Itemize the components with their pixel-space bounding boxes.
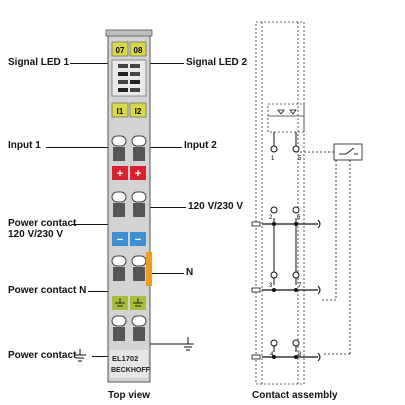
pin-6: 6 — [297, 215, 301, 221]
opto-led-symbols — [277, 109, 297, 115]
leader-signal-led-1 — [70, 63, 108, 64]
spring-terminal-5 — [131, 135, 147, 161]
leader-power-contact-pe — [92, 356, 108, 357]
led-08-text: 08 — [134, 46, 143, 55]
pin-circles — [270, 145, 300, 347]
rail-dots — [272, 222, 298, 359]
led-slot-4 — [130, 72, 140, 76]
switch-symbol — [339, 147, 358, 155]
label-power-contact-pe: Power contact — [8, 350, 77, 361]
leader-input-2 — [150, 147, 182, 148]
minus-right-text: − — [135, 234, 141, 246]
led-slot-8 — [130, 88, 140, 92]
led-slot-2 — [130, 64, 140, 68]
led-slot-3 — [118, 72, 128, 76]
rail-right-contacts — [317, 219, 321, 362]
module-top-cap — [105, 29, 153, 37]
spring-terminal-8 — [131, 315, 147, 341]
plus-left-block — [112, 166, 128, 180]
pin-2: 2 — [269, 215, 273, 221]
minus-left-block — [112, 232, 128, 246]
spring-terminal-7 — [131, 255, 147, 281]
led-i1-text: I1 — [117, 107, 124, 116]
brand-text: BECKHOFF — [111, 367, 151, 374]
led-i2-text: I2 — [135, 107, 142, 116]
rail-left-contacts — [251, 221, 261, 360]
led-slot-7 — [118, 88, 128, 92]
model-text: EL1702 — [112, 354, 138, 363]
plus-right-block — [130, 166, 146, 180]
caption-contact-assembly: Contact assembly — [252, 390, 338, 401]
label-input-2: Input 2 — [184, 140, 217, 151]
led-slot-1 — [118, 64, 128, 68]
contact-assembly-outline — [255, 21, 305, 385]
label-signal-led-2: Signal LED 2 — [186, 57, 248, 68]
pin-3: 3 — [269, 283, 273, 289]
spring-terminal-3 — [111, 255, 127, 281]
pin-8: 8 — [298, 352, 302, 358]
label-n: N — [186, 267, 194, 278]
pin-5: 5 — [298, 156, 302, 162]
power-rails — [262, 223, 318, 358]
label-input-1: Input 1 — [8, 140, 41, 151]
caption-top-view: Top view — [108, 390, 151, 401]
led-08 — [129, 41, 147, 57]
led-slot-5 — [118, 80, 128, 84]
contact-wires — [273, 132, 297, 352]
label-power-contact-line2: 120 V/230 V — [8, 229, 64, 240]
ground-left-icon — [115, 298, 125, 307]
minus-left-text: − — [117, 234, 123, 246]
leader-n — [150, 273, 184, 274]
spring-terminal-6 — [131, 191, 147, 217]
leader-signal-led-2 — [150, 63, 184, 64]
spring-terminal-2 — [111, 191, 127, 217]
external-switch-circuit — [296, 151, 351, 355]
led-i2 — [129, 102, 147, 118]
plus-left-text: + — [117, 168, 123, 180]
leader-input-1 — [46, 147, 108, 148]
label-power-contact-n: Power contact N — [8, 285, 87, 296]
led-07-text: 07 — [116, 46, 125, 55]
spring-terminal-4 — [111, 315, 127, 341]
power-contact-n-orange — [146, 252, 152, 286]
ground-symbol-left — [74, 349, 86, 362]
pin-7: 7 — [298, 283, 302, 289]
pin-1: 1 — [271, 156, 275, 162]
ground-symbol-right — [182, 337, 194, 351]
label-signal-led-1: Signal LED 1 — [8, 57, 70, 68]
label-power-contact-line1: Power contact — [8, 218, 77, 229]
leader-power-contact-n — [88, 291, 108, 292]
minus-right-block — [130, 232, 146, 246]
pin-4: 4 — [270, 352, 274, 358]
leader-voltage-right — [150, 207, 186, 208]
label-voltage-right: 120 V/230 V — [188, 201, 244, 212]
ground-right-icon — [133, 298, 143, 307]
spring-terminal-1 — [111, 135, 127, 161]
led-07 — [111, 41, 129, 57]
model-label-area — [110, 350, 148, 378]
optocoupler-box — [267, 103, 305, 133]
led-i1 — [111, 102, 129, 118]
label-power-contact-120-230: Power contact 120 V/230 V — [8, 218, 88, 240]
led-slot-6 — [130, 80, 140, 84]
led-window — [111, 59, 147, 97]
leader-power-contact-120-230 — [72, 224, 108, 225]
plus-right-text: + — [135, 168, 141, 180]
